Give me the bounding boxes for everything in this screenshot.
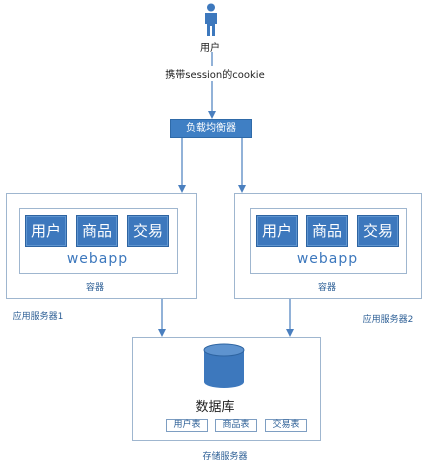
carry-session-cookie-label: 携带session的cookie (150, 66, 280, 81)
storage-server-label: 存储服务器 (202, 452, 248, 462)
webapp-label-1: webapp (66, 251, 129, 267)
person-icon (205, 3, 217, 36)
table-products: 商品表 (215, 419, 257, 432)
table-users: 用户表 (166, 419, 208, 432)
database-label: 数据库 (195, 400, 235, 415)
load-balancer: 负载均衡器 (170, 119, 252, 138)
app-server-label-1: 应用服务器1 (12, 312, 64, 322)
module-user-2: 用户 (256, 215, 298, 247)
module-trade-1: 交易 (127, 215, 169, 247)
app-server-label-2: 应用服务器2 (362, 315, 414, 325)
module-product-1: 商品 (76, 215, 118, 247)
module-trade-2: 交易 (357, 215, 399, 247)
database-cylinder-icon (203, 343, 245, 388)
user-label: 用户 (200, 43, 220, 54)
container-label-1: 容器 (85, 283, 104, 293)
container-label-2: 容器 (317, 283, 336, 293)
module-user-1: 用户 (25, 215, 67, 247)
table-trades: 交易表 (265, 419, 307, 432)
webapp-label-2: webapp (296, 251, 359, 267)
module-product-2: 商品 (306, 215, 348, 247)
